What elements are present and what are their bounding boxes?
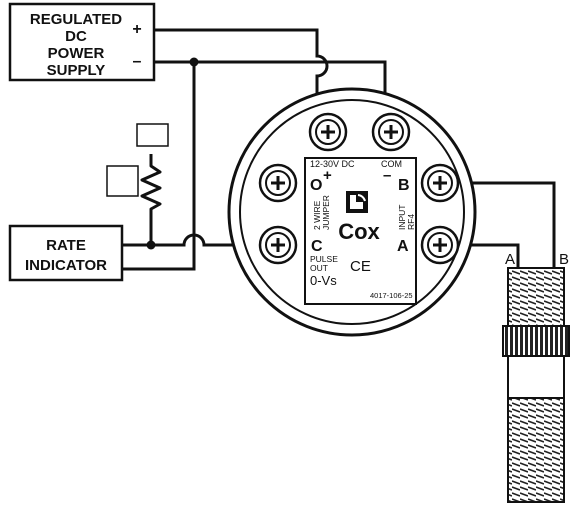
part-number: 4017-106-25 xyxy=(370,291,413,300)
pickup-sensor xyxy=(502,267,570,503)
resistor-symbol xyxy=(140,154,162,245)
out-label: OUT xyxy=(310,263,328,273)
output-range-label: 0-Vs xyxy=(310,273,337,288)
terminal-a-screw xyxy=(420,225,460,265)
plus-terminal-label: + xyxy=(132,21,141,38)
rate-indicator-label: INDICATOR xyxy=(25,257,107,274)
jumper-label: JUMPER xyxy=(321,195,331,230)
jumper-label: 2 WIRE xyxy=(312,200,322,230)
voltage-label: 12-30V DC xyxy=(310,159,355,169)
ce-mark: CE xyxy=(350,258,371,275)
terminal-c-label: C xyxy=(311,238,323,255)
junction-dot xyxy=(146,240,156,250)
empty-label-box xyxy=(106,165,139,197)
com-label: COM xyxy=(381,159,402,169)
rate-indicator-label: RATE xyxy=(46,237,86,254)
terminal-com-screw xyxy=(371,112,411,152)
rate-indicator-box: RATE INDICATOR xyxy=(8,224,124,282)
terminal-a-label: A xyxy=(397,238,409,255)
terminal-o-screw xyxy=(308,112,348,152)
power-supply-label: POWER xyxy=(48,45,105,62)
input-label: RF4 xyxy=(406,214,416,230)
power-supply-label: SUPPLY xyxy=(47,62,106,79)
terminal-o-sign: + xyxy=(323,167,332,184)
minus-terminal-label: – xyxy=(133,53,142,70)
cox-logo-icon xyxy=(346,191,368,213)
wire-return xyxy=(122,62,196,271)
power-supply-box: REGULATED DC POWER SUPPLY + – xyxy=(8,2,156,82)
terminal-b-sign: – xyxy=(383,167,391,184)
sensor-lead-b-label: B xyxy=(559,251,569,268)
wire-signal xyxy=(122,233,275,247)
power-supply-label: DC xyxy=(65,28,87,45)
power-supply-label: REGULATED xyxy=(30,11,122,28)
empty-label-box xyxy=(136,123,169,147)
label-plate xyxy=(304,157,417,305)
wire-positive xyxy=(154,28,329,124)
wire-input-b xyxy=(440,181,556,268)
terminal-screws xyxy=(258,112,460,265)
sensor-lead-a-label: A xyxy=(505,251,515,268)
brand-name: Cox xyxy=(338,219,380,244)
junction-dot xyxy=(189,57,199,67)
pulse-label: PULSE xyxy=(310,254,338,264)
terminal-c-screw xyxy=(258,225,298,265)
terminal-o-label: O xyxy=(310,177,322,194)
terminal-b-label: B xyxy=(398,177,410,194)
terminal-left-top-screw xyxy=(258,163,298,203)
terminal-b-screw xyxy=(420,163,460,203)
input-label: INPUT xyxy=(397,205,407,231)
